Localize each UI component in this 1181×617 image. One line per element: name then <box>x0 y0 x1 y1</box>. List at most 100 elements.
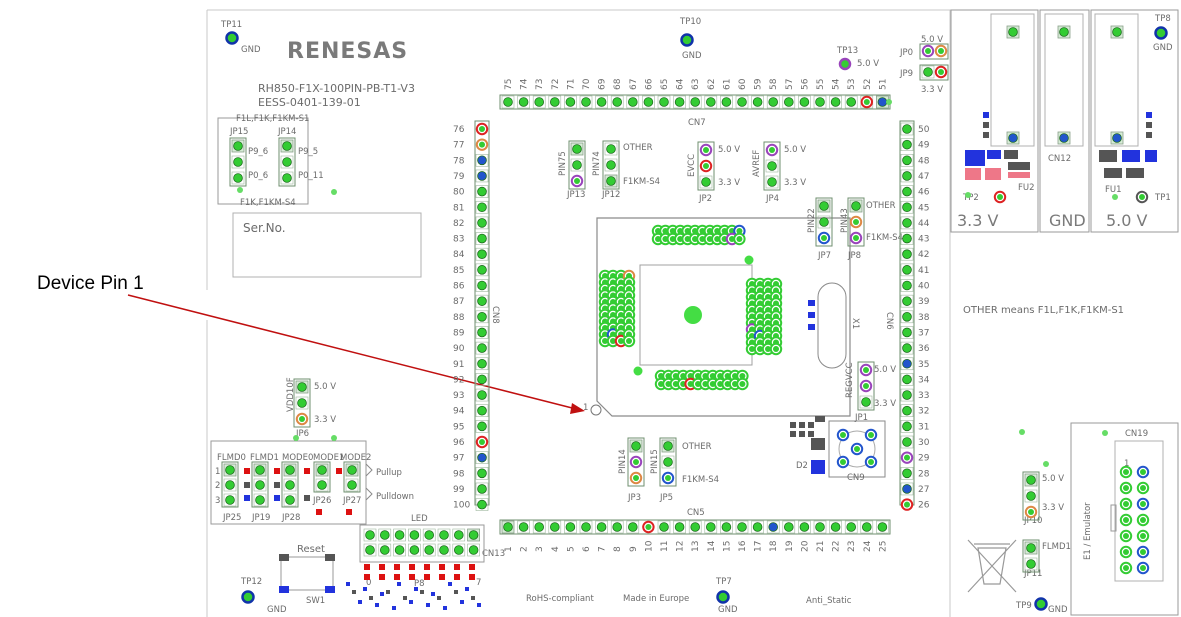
led-smd-c-0 <box>358 600 362 604</box>
cn5-pin-1 <box>503 522 513 532</box>
jp1-pin-2 <box>863 383 869 389</box>
cn8-pin-82 <box>477 218 487 228</box>
power-conn-pad-2 <box>1059 27 1069 37</box>
cn5-pin-14 <box>705 522 716 532</box>
p9-5-label: P9_5 <box>298 147 318 157</box>
jp2-label: JP2 <box>698 194 712 204</box>
cn5-pin-20 <box>799 522 810 532</box>
led-smd-b-6 <box>448 582 452 586</box>
cn6-pinnum-48: 48 <box>918 156 930 166</box>
cn6-pin-43 <box>902 233 912 244</box>
cn7-pinnum-66: 66 <box>644 78 654 90</box>
tp7-pad <box>716 590 730 604</box>
cn6-pinnum-31: 31 <box>918 422 929 432</box>
jp4-pin-1 <box>769 147 775 153</box>
tp1-pad <box>1139 194 1145 200</box>
cn8-pinnum-93: 93 <box>453 391 464 401</box>
cn6-pin-27 <box>902 484 912 494</box>
cn8-pin-80 <box>477 186 487 197</box>
mode-col-flmd1: FLMD1 <box>250 453 279 463</box>
jp0-5v: 5.0 V <box>921 35 943 45</box>
cn13-pin-1-4 <box>424 545 435 555</box>
reset-switch[interactable] <box>280 556 334 591</box>
jp7-pin-3 <box>821 235 827 241</box>
cn6-pinnum-36: 36 <box>918 344 930 354</box>
crystal-x1 <box>817 282 847 369</box>
cn5-pinnum-2: 2 <box>520 546 530 552</box>
cn6-pin-38 <box>902 311 912 322</box>
cn6-label: CN6 <box>884 312 894 330</box>
cpu-top-0-11 <box>736 228 743 234</box>
mode-jp25: JP25 <box>222 513 241 523</box>
jp9-pin-1 <box>923 67 933 77</box>
cn5-pinnum-23: 23 <box>847 541 857 552</box>
cn6-pinnum-40: 40 <box>918 282 930 292</box>
cn7-pinnum-56: 56 <box>800 78 810 90</box>
jp1-label: JP1 <box>854 413 868 423</box>
mode-jp28: JP28 <box>281 513 300 523</box>
cn5-pin-19-frame <box>782 520 796 534</box>
cn6-pin-44-frame <box>900 216 914 230</box>
jp6-pin-1 <box>297 382 307 392</box>
cn8-pinnum-99: 99 <box>453 485 465 495</box>
cn10-body <box>1094 13 1139 147</box>
cn8-pin-97 <box>477 452 487 463</box>
cn11-body <box>990 13 1035 147</box>
cn7-pin-62 <box>705 97 716 107</box>
led-smd-g-7 <box>471 596 475 600</box>
jp12-other: OTHER <box>623 143 653 153</box>
fiducial-8 <box>1043 461 1049 467</box>
power-smd-parts <box>965 112 1157 180</box>
cn12-body <box>1044 13 1084 147</box>
jp3-pin-3 <box>633 475 639 481</box>
cn7-pin-55-frame <box>813 95 827 109</box>
tp2-label: TP2 <box>962 193 979 203</box>
cpu-right-1-10 <box>757 346 763 352</box>
mode-jp-3-pin-2 <box>317 480 327 490</box>
callout-arrowhead <box>570 403 585 414</box>
cn5-pin-11 <box>659 522 669 532</box>
cn5-pin-8-frame <box>610 520 624 534</box>
cn7-pin-64-frame <box>673 95 686 109</box>
tp9-pad <box>1034 597 1048 611</box>
pin15-label: PIN15 <box>650 449 660 474</box>
cn6-pin-30 <box>902 437 912 447</box>
jp9-pin-1-frame <box>921 65 935 79</box>
cn6-pin-41 <box>902 265 912 275</box>
mode-pulldown: Pulldown <box>376 492 414 502</box>
cn6-pinnum-29: 29 <box>918 454 930 464</box>
jp10-outline <box>1022 471 1040 521</box>
cn5-pinnum-1: 1 <box>504 546 514 552</box>
jp14-pin-2-frame <box>280 155 294 169</box>
cn7-pinnum-63: 63 <box>691 79 701 90</box>
cn8-pin-83-frame <box>475 232 489 245</box>
cn5-pin-16 <box>737 522 747 532</box>
cn6-pinnum-42: 42 <box>918 250 929 260</box>
jp2-5v: 5.0 V <box>718 145 740 155</box>
cn8-pin-81 <box>477 202 487 213</box>
cn8-pinnum-78: 78 <box>453 156 465 166</box>
p8-0-label: 0 <box>366 578 371 588</box>
cn5-pin-19 <box>783 522 794 532</box>
cn5-pinnum-16: 16 <box>738 540 748 552</box>
jp2-pin-2 <box>703 163 709 169</box>
cn5-pinnum-15: 15 <box>722 541 732 552</box>
led-label: LED <box>411 514 428 524</box>
fiducial-4 <box>1019 429 1025 435</box>
cn7-pinnum-72: 72 <box>551 79 561 90</box>
cpu-socket <box>596 217 851 417</box>
cn7-pinnum-74: 74 <box>520 78 530 90</box>
pin75-label: PIN75 <box>558 151 568 176</box>
cn9-ring <box>838 430 876 468</box>
cn13-pin-1-2-frame <box>393 543 406 557</box>
cn6-pin-34-frame <box>900 373 914 386</box>
mode-resistor-10 <box>274 482 280 488</box>
jp5-pin-1 <box>663 441 673 451</box>
jp8-pin-3 <box>853 235 859 241</box>
jp7-label: JP7 <box>817 251 831 261</box>
cn6-pin-47-frame <box>900 169 914 183</box>
board-model: RH850-F1X-100PIN-PB-T1-V3 <box>258 82 415 95</box>
mode-jp-0-pin-2 <box>225 480 235 490</box>
cn6-pin-35 <box>902 358 912 369</box>
jp13-outline <box>568 140 586 190</box>
